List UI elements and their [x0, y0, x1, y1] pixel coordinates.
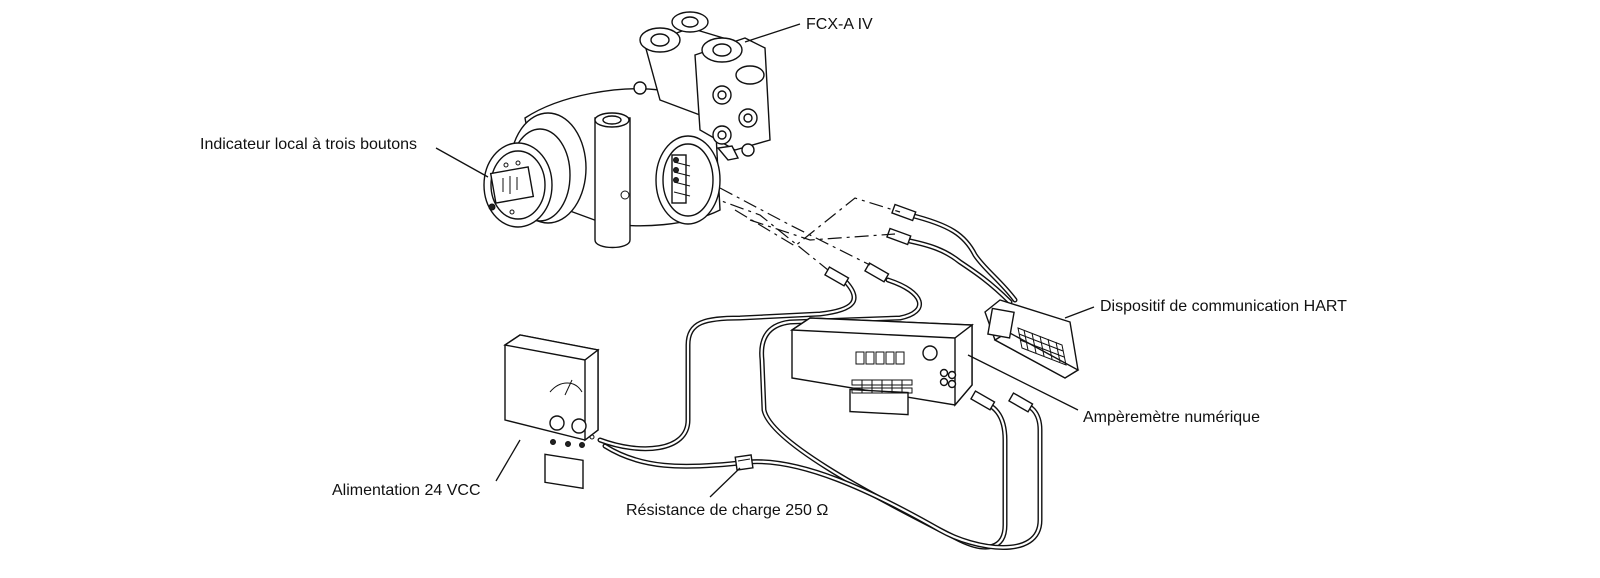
hart-keypad	[1017, 327, 1067, 366]
transmitter	[483, 11, 771, 249]
ammeter-keypad	[851, 379, 913, 394]
hart-communicator	[984, 299, 1080, 379]
label-ammeter: Ampèremètre numérique	[1083, 409, 1260, 426]
power-supply	[503, 334, 600, 490]
probes	[824, 203, 1034, 413]
label-hart-device: Dispositif de communication HART	[1100, 298, 1347, 315]
connection-dashlines	[704, 187, 901, 271]
label-load-resistor: Résistance de charge 250 Ω	[626, 502, 828, 519]
digital-ammeter	[789, 317, 974, 416]
label-local-indicator: Indicateur local à trois boutons	[200, 136, 417, 153]
leader-lines	[435, 23, 1095, 498]
label-transmitter: FCX-A IV	[806, 16, 873, 33]
cables	[597, 212, 1043, 550]
load-resistor	[734, 454, 754, 471]
label-power-supply: Alimentation 24 VCC	[332, 482, 481, 499]
